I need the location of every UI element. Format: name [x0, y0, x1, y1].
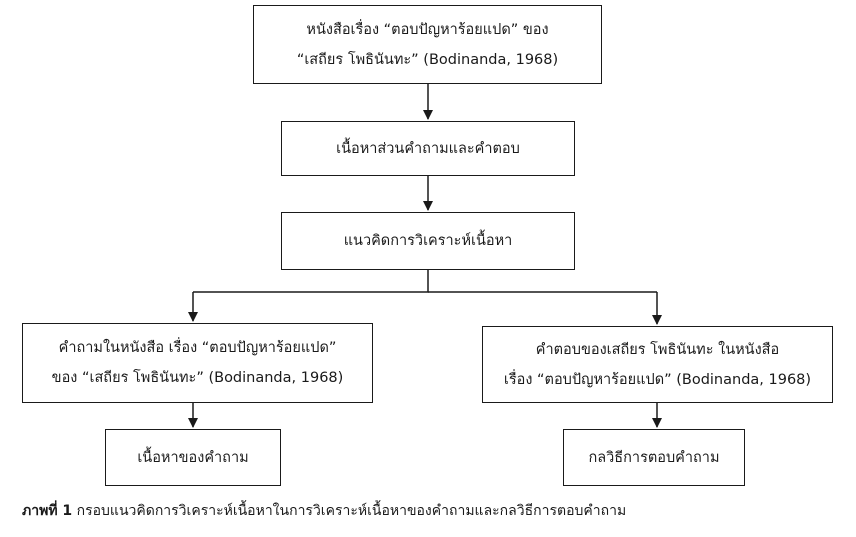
- qa-content-label: เนื้อหาส่วนคำถามและคำตอบ: [336, 140, 520, 157]
- analysis-concept-label: แนวคิดการวิเคราะห์เนื้อหา: [343, 233, 513, 249]
- answer-strategy-box: กลวิธีการตอบคำถาม: [563, 429, 745, 486]
- questions-book-line2: ของ “เสถียร โพธินันทะ” (Bodinanda, 1968): [51, 370, 344, 386]
- question-content-box: เนื้อหาของคำถาม: [105, 429, 281, 486]
- figure-caption-label: ภาพที่ 1: [22, 503, 73, 519]
- source-book-line1: หนังสือเรื่อง “ตอบปัญหาร้อยแปด” ของ: [306, 21, 549, 38]
- question-content-label: เนื้อหาของคำถาม: [137, 449, 249, 466]
- answers-book-line2: เรื่อง “ตอบปัญหาร้อยแปด” (Bodinanda, 196…: [503, 371, 812, 388]
- questions-book-box: คำถามในหนังสือ เรื่อง “ตอบปัญหาร้อยแปด” …: [22, 323, 373, 403]
- qa-content-box: เนื้อหาส่วนคำถามและคำตอบ: [281, 121, 575, 176]
- source-book-line2: “เสถียร โพธินันทะ” (Bodinanda, 1968): [296, 51, 559, 68]
- figure-caption: ภาพที่ 1 กรอบแนวคิดการวิเคราะห์เนื้อหาใน…: [22, 500, 626, 522]
- answers-book-line1: คำตอบของเสถียร โพธินันทะ ในหนังสือ: [535, 341, 780, 358]
- questions-book-line1: คำถามในหนังสือ เรื่อง “ตอบปัญหาร้อยแปด”: [58, 340, 337, 356]
- answer-strategy-label: กลวิธีการตอบคำถาม: [588, 449, 720, 466]
- answers-book-box: คำตอบของเสถียร โพธินันทะ ในหนังสือ เรื่อ…: [482, 326, 833, 403]
- figure-caption-text: กรอบแนวคิดการวิเคราะห์เนื้อหาในการวิเครา…: [76, 503, 627, 519]
- analysis-concept-box: แนวคิดการวิเคราะห์เนื้อหา: [281, 212, 575, 270]
- source-book-box: หนังสือเรื่อง “ตอบปัญหาร้อยแปด” ของ “เสถ…: [253, 5, 602, 84]
- split-line: [193, 270, 429, 293]
